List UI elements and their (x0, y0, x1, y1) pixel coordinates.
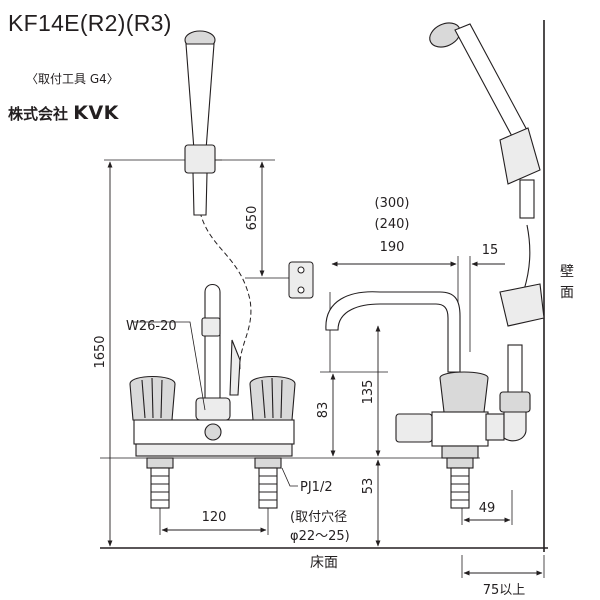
company-prefix: 株式会社 (8, 105, 69, 123)
label-wall-2: 面 (560, 285, 574, 301)
dim-15: 15 (482, 243, 499, 258)
hand-shower-left (184, 30, 216, 216)
dim-240: (240) (375, 217, 410, 232)
company-name: 株式会社 KVK (8, 102, 119, 124)
dim-650: 650 (245, 206, 260, 231)
shower-hose (199, 211, 252, 371)
dim-49: 49 (479, 501, 496, 516)
label-hole-2: φ22～25) (290, 529, 350, 544)
dim-83: 83 (316, 402, 331, 419)
leader-pj (281, 467, 298, 487)
side-view-faucet (325, 291, 531, 509)
tool-note: 〈取付工具 G4〉 (26, 72, 119, 86)
label-wall-1: 壁 (560, 264, 574, 280)
hand-shower-right (429, 22, 545, 327)
dimension-lines (107, 161, 543, 576)
dim-75: 75以上 (483, 583, 526, 598)
label-floor: 床面 (310, 555, 338, 571)
company-brand: KVK (73, 102, 119, 124)
dim-300: (300) (375, 196, 410, 211)
label-hole-1: (取付穴径 (290, 510, 347, 525)
dim-120: 120 (202, 510, 227, 525)
model-title: KF14E(R2)(R3) (8, 10, 172, 36)
dim-135: 135 (361, 380, 376, 405)
leader-w26 (132, 321, 206, 411)
label-pj: PJ1/2 (300, 480, 333, 495)
dim-53: 53 (361, 478, 376, 495)
leader-lines (132, 321, 298, 487)
two-handle-faucet (129, 283, 296, 509)
dim-1650: 1650 (93, 335, 108, 368)
label-w26: W26-20 (126, 319, 177, 334)
shower-holder (288, 261, 314, 299)
dim-190: 190 (380, 240, 405, 255)
